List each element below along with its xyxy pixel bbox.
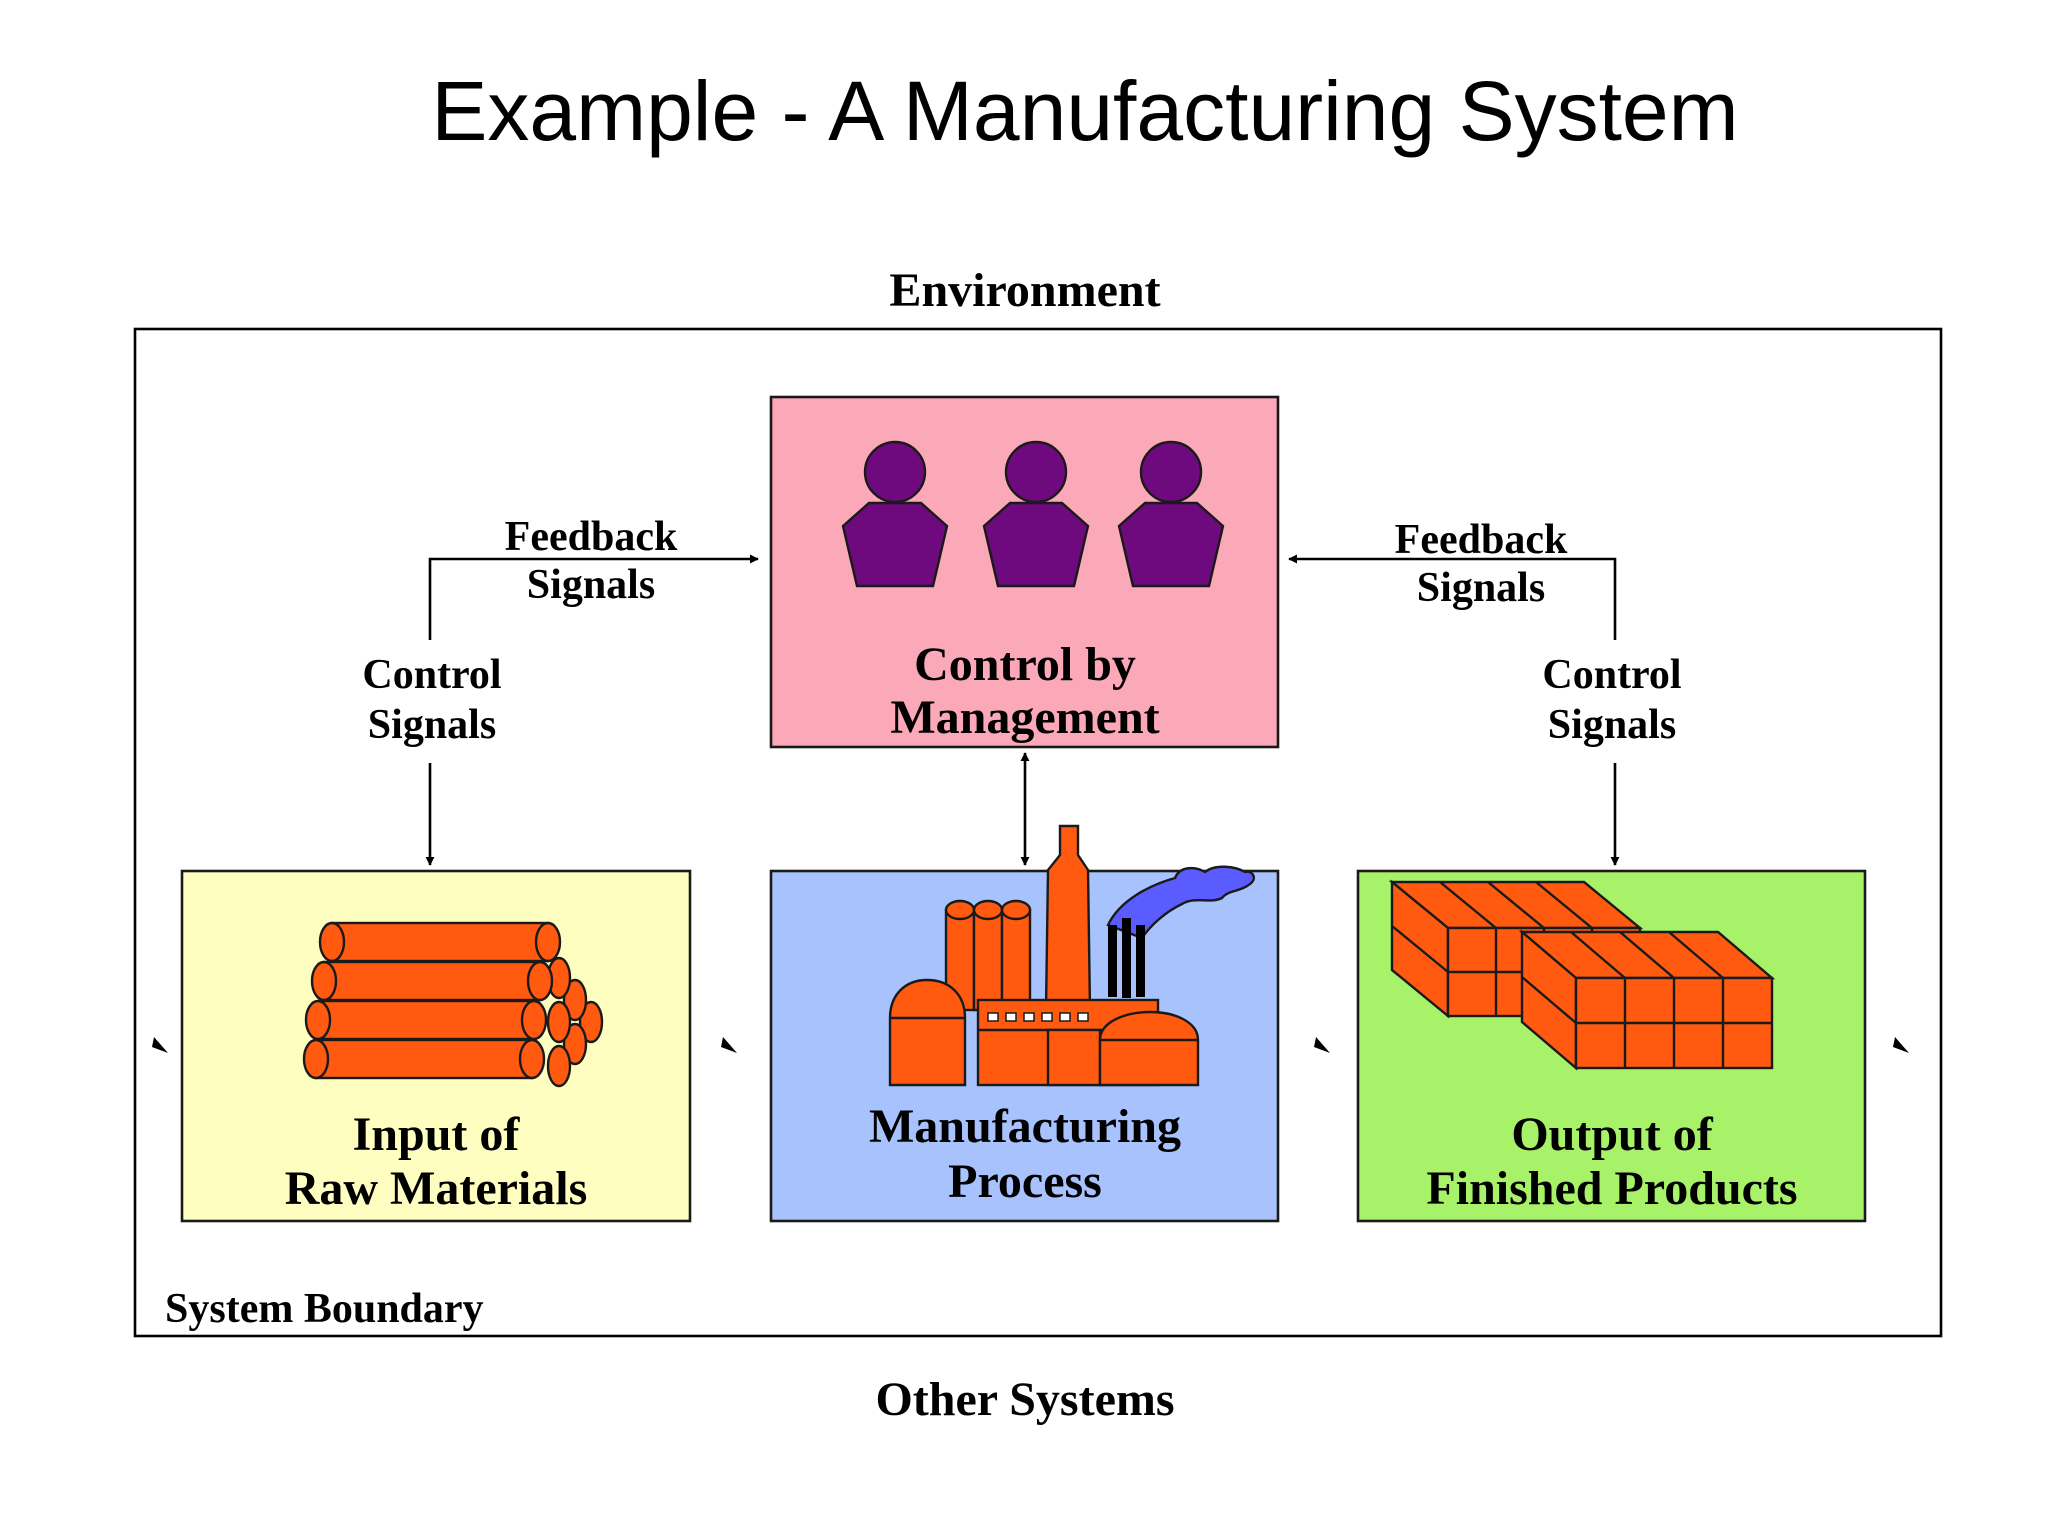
input-raw-materials-box: Input of Raw Materials [180, 869, 692, 1223]
factory-icon [888, 824, 1255, 1087]
flow-arrowhead-2 [721, 1037, 737, 1053]
control-box-label-line2: Management [890, 691, 1159, 744]
system-boundary-label: System Boundary [165, 1286, 484, 1332]
input-box-label-line1: Input of [353, 1108, 521, 1161]
process-box-label-line1: Manufacturing [869, 1100, 1181, 1153]
other-systems-label: Other Systems [875, 1373, 1174, 1426]
feedback-signals-left-line1: Feedback [505, 514, 678, 560]
feedback-signals-left-line2: Signals [527, 562, 655, 608]
people-icon [841, 440, 1225, 588]
input-box-label-line2: Raw Materials [285, 1162, 588, 1215]
crates-icon [1388, 879, 1776, 1071]
flow-arrowhead-3 [1314, 1037, 1330, 1053]
control-signals-left-line1: Control [362, 652, 501, 698]
feedback-signals-right-line2: Signals [1417, 565, 1545, 611]
control-signals-right-line1: Control [1542, 652, 1681, 698]
process-box-label-line2: Process [948, 1155, 1102, 1208]
output-box-label-line1: Output of [1511, 1108, 1713, 1161]
output-box-label-line2: Finished Products [1426, 1162, 1797, 1215]
output-finished-products-box: Output of Finished Products [1356, 869, 1867, 1223]
flow-arrowhead-1 [152, 1037, 168, 1053]
control-box-label-line1: Control by [914, 638, 1136, 691]
flow-arrowhead-4 [1893, 1037, 1909, 1053]
logs-icon [302, 921, 604, 1088]
right-signal-connector [1288, 554, 1620, 866]
left-signal-connector [425, 554, 759, 866]
system-boundary [133, 327, 1943, 1338]
control-signals-right-line2: Signals [1548, 702, 1676, 748]
feedback-signals-right-line1: Feedback [1395, 517, 1568, 563]
slide-title: Example - A Manufacturing System [431, 64, 1738, 158]
control-by-management-box: Control by Management [769, 395, 1280, 749]
smoke-shape [1106, 865, 1255, 940]
environment-label: Environment [889, 264, 1160, 317]
control-signals-left-line2: Signals [368, 702, 496, 748]
manufacturing-process-box: Manufacturing Process [769, 824, 1280, 1223]
